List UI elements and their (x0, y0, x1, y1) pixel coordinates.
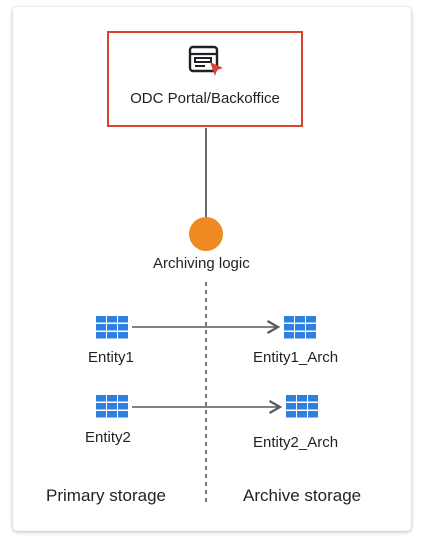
table-cell (286, 403, 296, 410)
archiving-logic-node (189, 217, 223, 251)
entity1-label: Entity1 (88, 349, 134, 366)
table-cell (284, 332, 294, 339)
table-cell (118, 332, 128, 339)
entity2-table-icon (96, 395, 128, 418)
table-cell (295, 324, 305, 331)
table-cell (107, 332, 117, 339)
entity1-arch-table-icon (284, 316, 316, 339)
table-cell (107, 411, 117, 418)
monitor-cursor-icon (188, 45, 223, 76)
table-cell (96, 316, 106, 323)
portal-label: ODC Portal/Backoffice (130, 90, 280, 107)
table-cell (96, 324, 106, 331)
entity1-arch-label: Entity1_Arch (253, 349, 339, 366)
table-cell (295, 332, 305, 339)
entity1-table-icon (96, 316, 128, 339)
entity2-label: Entity2 (85, 429, 131, 446)
table-cell (96, 332, 106, 339)
table-cell (118, 403, 128, 410)
table-cell (107, 316, 117, 323)
table-cell (118, 411, 128, 418)
table-cell (107, 395, 117, 402)
table-cell (107, 403, 117, 410)
table-cell (286, 395, 296, 402)
table-cell (96, 411, 106, 418)
table-cell (297, 411, 307, 418)
table-cell (306, 316, 316, 323)
archiving-logic-label: Archiving logic (153, 255, 250, 272)
table-cell (118, 324, 128, 331)
archive-storage-label: Archive storage (243, 486, 362, 505)
table-cell (308, 403, 318, 410)
entity2-arch-label: Entity2_Arch (253, 434, 339, 451)
table-cell (308, 411, 318, 418)
table-cell (297, 403, 307, 410)
table-cell (118, 395, 128, 402)
table-cell (96, 395, 106, 402)
table-cell (96, 403, 106, 410)
table-cell (286, 411, 296, 418)
entity2-arch-table-icon (286, 395, 318, 418)
table-cell (284, 324, 294, 331)
table-cell (118, 316, 128, 323)
table-cell (297, 395, 307, 402)
table-cell (308, 395, 318, 402)
table-cell (284, 316, 294, 323)
table-cell (306, 332, 316, 339)
table-cell (295, 316, 305, 323)
table-cell (107, 324, 117, 331)
table-cell (306, 324, 316, 331)
primary-storage-label: Primary storage (46, 486, 166, 505)
